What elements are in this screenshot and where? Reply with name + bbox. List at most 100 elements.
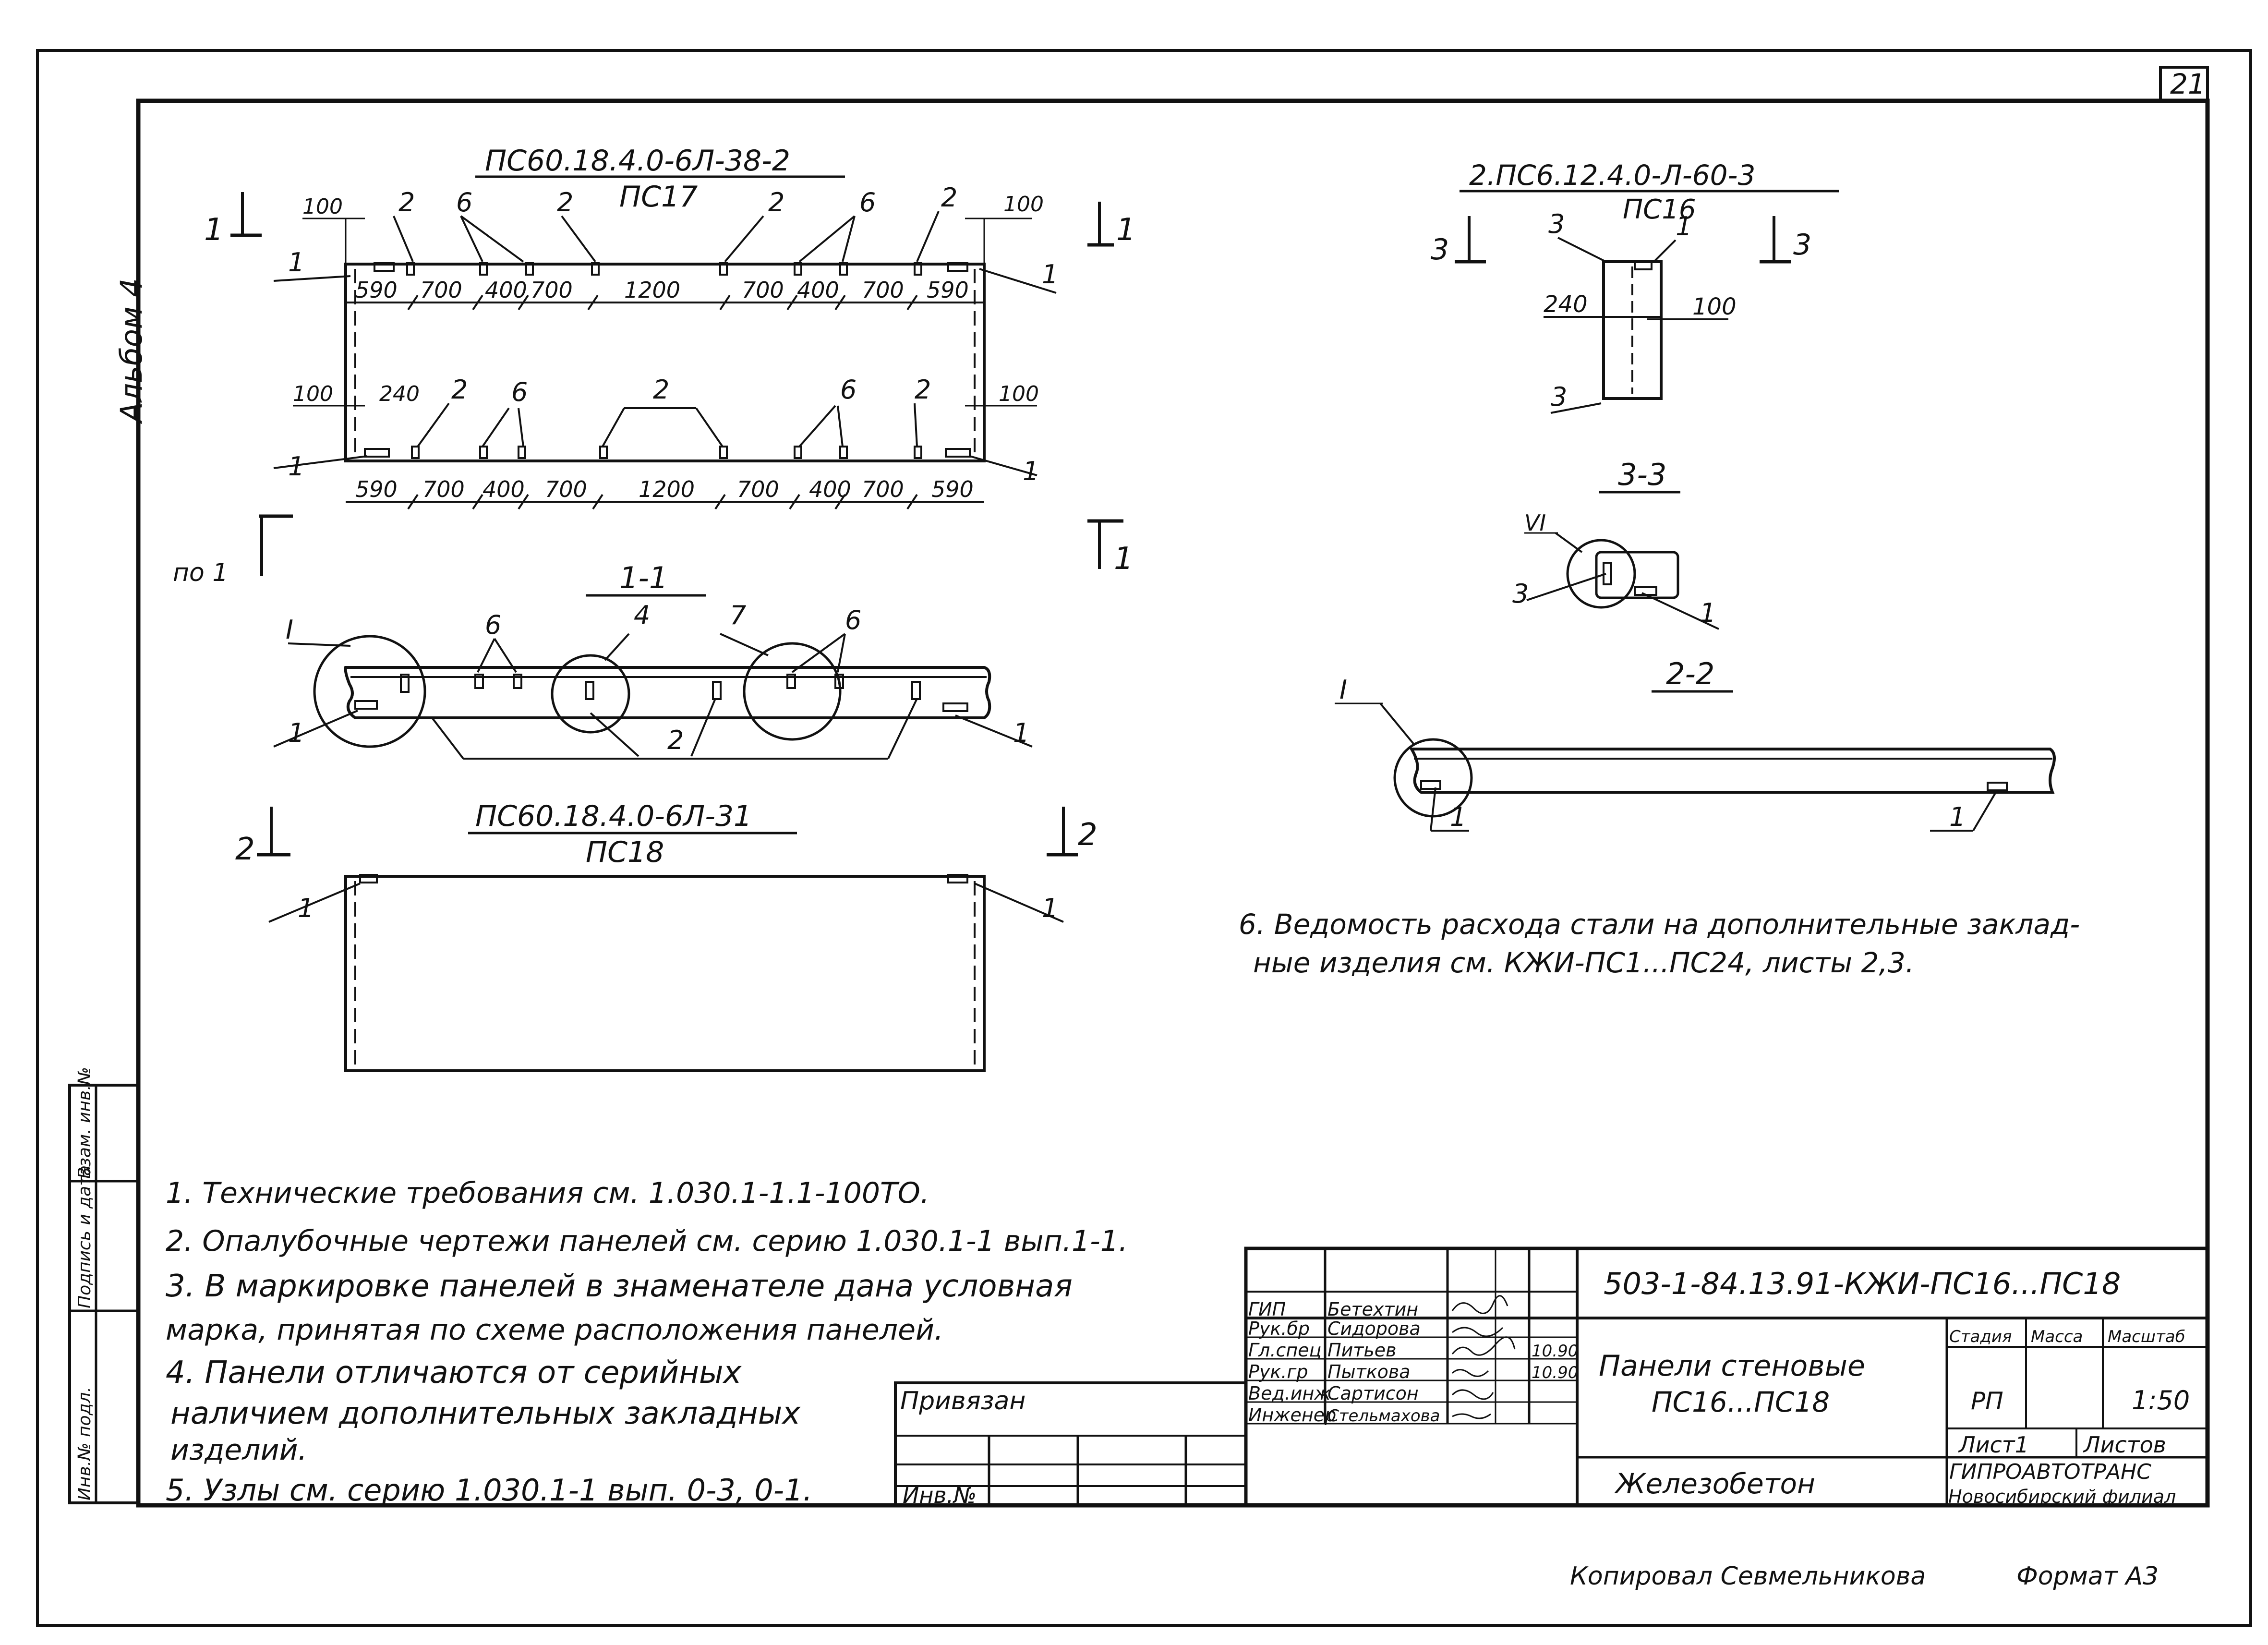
section-1-1-c1-left: 1 (288, 718, 304, 748)
svg-text:2: 2 (451, 375, 468, 405)
pc17-panel-outline (344, 263, 986, 462)
svg-text:2: 2 (398, 187, 415, 218)
svg-text:700: 700 (422, 476, 465, 502)
tb-title-l2: ПС16...ПС18 (1652, 1386, 1830, 1418)
cut-1-left-label: 1 (204, 212, 224, 248)
svg-text:6: 6 (859, 187, 876, 218)
tb-listov-h: Листов (2083, 1432, 2166, 1458)
pc16-panel-outline (1602, 260, 1663, 400)
tb-role-1: Рук.бр (1248, 1318, 1310, 1339)
footer-kopiroval: Копировал Севмельникова (1570, 1562, 1926, 1591)
tb-title-l1: Панели стеновые (1599, 1349, 1865, 1383)
pc18-mark: ПС60.18.4.0-6Л-31 (475, 799, 752, 833)
note-4-line-2: наличием дополнительных закладных (170, 1396, 801, 1431)
pc17-top-callouts: 2 6 2 2 6 2 (393, 182, 957, 263)
section-2-2-c1-right: 1 (1949, 802, 1966, 832)
pc17-bottom-embeds (364, 446, 971, 459)
tb-role-4: Вед.инж (1248, 1383, 1331, 1404)
section-1-1-profile (344, 666, 991, 719)
svg-text:700: 700 (545, 476, 587, 502)
section-2-2-title: 2-2 (1666, 656, 1714, 691)
section-3-3-title: 3-3 (1618, 457, 1666, 492)
tb-stadia-h: Стадия (1949, 1327, 2012, 1346)
margin-vzam: Взам. инв.№ (75, 1067, 95, 1179)
privyazan-block: Привязан Инв.№ (894, 1381, 1247, 1508)
cut-1-lower-right: 1 (1114, 541, 1134, 577)
pc16-c3-top: 3 (1548, 209, 1565, 239)
tb-name-0: Бетехтин (1327, 1299, 1418, 1320)
pc18-panel-outline (344, 875, 986, 1072)
svg-text:700: 700 (420, 277, 462, 303)
cut-3-left-label: 3 (1431, 233, 1449, 266)
note-4-line-3: изделий. (170, 1433, 307, 1467)
section-1-1-c6b: 6 (845, 605, 861, 635)
tb-masshtab: 1:50 (2132, 1385, 2190, 1415)
tb-org-2: Новосибирский филиал (1948, 1486, 2176, 1507)
margin-inv-podl: Инв.№ подл. (75, 1387, 95, 1500)
privyazan-inv: Инв.№ (903, 1482, 977, 1508)
note-2: 2. Опалубочные чертежи панелей см. серию… (166, 1224, 1128, 1258)
signature-marks (1451, 1295, 1516, 1419)
pc17-top-dim-ticks (407, 294, 918, 311)
svg-text:6: 6 (840, 375, 857, 405)
pc17-top-embeds (374, 262, 968, 276)
tb-doc-code: 503-1-84.13.91-КЖИ-ПС16...ПС18 (1604, 1266, 2121, 1301)
svg-text:6: 6 (511, 377, 528, 407)
svg-text:590: 590 (927, 277, 969, 303)
pc17-edge-100-right: 100 (1003, 192, 1044, 217)
pc17-mark: ПС60.18.4.0-6Л-38-2 (485, 144, 790, 178)
pc18-name: ПС18 (586, 835, 664, 869)
pc17-mid-100-left: 100 (293, 382, 333, 406)
svg-text:2: 2 (915, 375, 931, 405)
tb-name-4: Сартисон (1327, 1383, 1419, 1404)
cut-2-right-label: 2 (1078, 817, 1098, 853)
privyazan-label: Привязан (900, 1387, 1025, 1415)
svg-text:2: 2 (941, 182, 957, 213)
svg-text:700: 700 (742, 277, 784, 303)
footer-format: Формат А3 (2016, 1562, 2159, 1591)
section-1-1-title: 1-1 (619, 560, 668, 595)
pc17-top-dims: 590 700 400 700 1200 700 400 700 590 (355, 277, 969, 303)
svg-text:400: 400 (809, 476, 851, 502)
pc17-edge-100-left: 100 (302, 194, 343, 219)
tb-role-2: Гл.спец (1248, 1340, 1322, 1361)
tb-material: Железобетон (1614, 1467, 1815, 1500)
tb-name-2: Питьев (1327, 1340, 1397, 1361)
cut-2-left-label: 2 (235, 832, 255, 867)
svg-text:590: 590 (355, 277, 398, 303)
tb-masshtab-h: Масштаб (2108, 1327, 2185, 1346)
svg-text:700: 700 (737, 476, 779, 502)
cut-1-right-label: 1 (1116, 212, 1136, 248)
cut-3-right-label: 3 (1793, 228, 1811, 262)
pc16-c3-bottom: 3 (1551, 382, 1567, 412)
note-4-line-1: 4. Панели отличаются от серийных (166, 1355, 742, 1391)
sheet-number-box (2159, 66, 2209, 102)
pc16-name: ПС16 (1623, 194, 1696, 225)
svg-text:2: 2 (557, 187, 573, 218)
svg-text:1200: 1200 (639, 476, 695, 502)
svg-text:6: 6 (456, 187, 472, 218)
tb-stadia: РП (1971, 1387, 2003, 1415)
tb-name-3: Пыткова (1327, 1361, 1411, 1382)
tb-date-1: 10.90 (1532, 1342, 1578, 1361)
pc16-dim-100: 100 (1692, 293, 1737, 320)
section-1-1-c6a: 6 (485, 610, 501, 640)
note-1: 1. Технические требования см. 1.030.1-1.… (166, 1176, 929, 1210)
title-block: ГИП Рук.бр Гл.спец Рук.гр Вед.инж Инжене… (1244, 1246, 2209, 1507)
pc16-mark: 2.ПС6.12.4.0-Л-60-3 (1469, 159, 1755, 192)
section-1-1-c4: 4 (634, 600, 650, 630)
margin-podpis: Подпись и дата (75, 1165, 95, 1308)
pc16-dim-240: 240 (1544, 291, 1588, 318)
note-6-line-2: ные изделия см. КЖИ-ПС1...ПС24, листы 2,… (1253, 946, 1914, 979)
pc17-mid-callouts: 2 6 2 6 2 (417, 375, 931, 448)
outer-frame (36, 49, 2252, 1627)
tb-role-0: ГИП (1248, 1299, 1286, 1320)
tb-massa-h: Масса (2031, 1327, 2083, 1346)
svg-text:700: 700 (531, 277, 573, 303)
note-5: 5. Узлы см. серию 1.030.1-1 вып. 0-3, 0-… (166, 1473, 812, 1508)
pc17-mid-240: 240 (379, 382, 420, 406)
album-label: Альбом 4 (114, 278, 149, 424)
section-3-3-c3: 3 (1512, 579, 1529, 609)
sheet-number: 21 (2170, 68, 2206, 100)
